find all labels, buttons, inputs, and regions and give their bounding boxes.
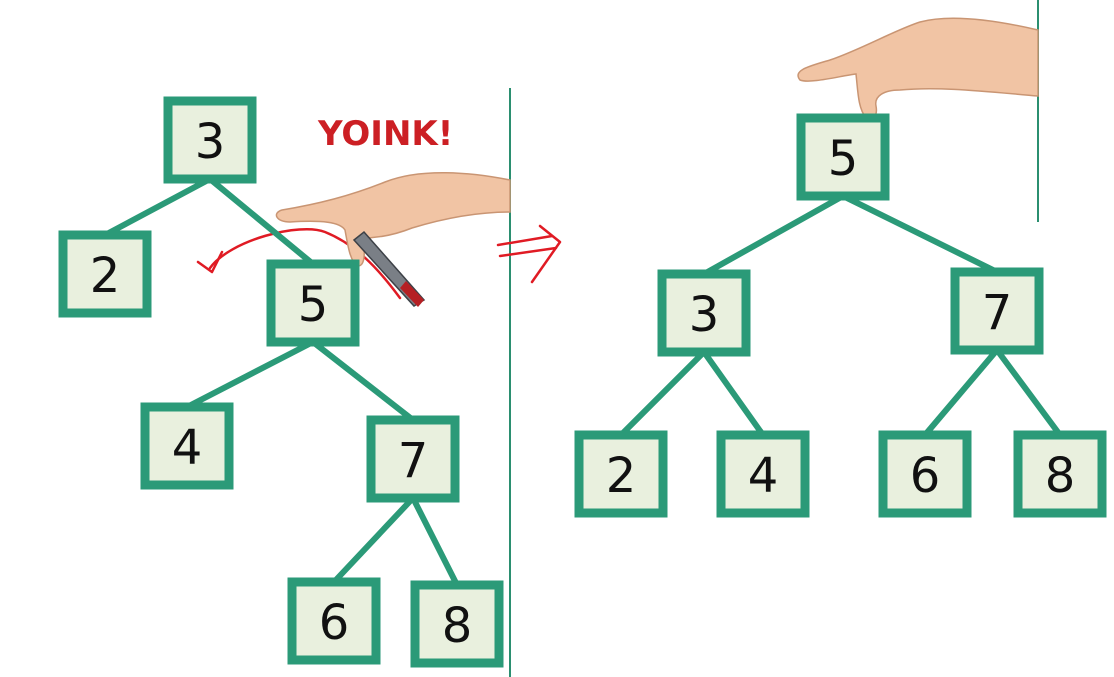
right-tree-node-7: 7 bbox=[950, 267, 1044, 355]
left-tree-edges bbox=[102, 176, 460, 588]
right-tree-node-label: 7 bbox=[982, 285, 1013, 341]
right-tree-node-box bbox=[796, 113, 890, 201]
left-tree-node-label: 8 bbox=[442, 598, 473, 654]
left-tree-node-4: 4 bbox=[140, 402, 234, 490]
left-tree-node-6: 6 bbox=[287, 577, 381, 665]
left-tree-node-box bbox=[58, 230, 152, 318]
pinching-hand-icon bbox=[797, 17, 1039, 120]
hand-with-pen-icon bbox=[275, 172, 511, 307]
left-tree-edge-L7-L6 bbox=[331, 495, 416, 585]
right-tree-node-label: 5 bbox=[828, 131, 859, 187]
left-tree-node-label: 4 bbox=[172, 420, 203, 476]
left-tree-node-5: 5 bbox=[266, 259, 360, 347]
right-tree-edge-R7-R8 bbox=[994, 347, 1063, 438]
left-tree-node-box bbox=[140, 402, 234, 490]
left-tree-node-8: 8 bbox=[410, 580, 504, 668]
right-tree-node-box bbox=[878, 430, 972, 518]
right-tree-edges bbox=[618, 193, 1063, 438]
rotation-arrow-icon bbox=[208, 228, 402, 300]
left-tree-edge-L7-L8 bbox=[410, 495, 460, 588]
right-tree-node-4: 4 bbox=[716, 430, 810, 518]
right-tree-node-2: 2 bbox=[574, 430, 668, 518]
left-tree-node-box bbox=[410, 580, 504, 668]
right-tree-node-label: 8 bbox=[1045, 448, 1076, 504]
left-tree-edge-L5-L4 bbox=[184, 339, 316, 410]
right-tree-node-label: 6 bbox=[910, 448, 941, 504]
right-tree-node-label: 4 bbox=[748, 448, 779, 504]
left-tree-node-box bbox=[266, 259, 360, 347]
left-tree-node-label: 6 bbox=[319, 595, 350, 651]
right-tree-edge-R3-R4 bbox=[701, 349, 766, 438]
left-tree-node-3: 3 bbox=[163, 96, 257, 184]
right-tree-node-5: 5 bbox=[796, 113, 890, 201]
right-tree-node-box bbox=[950, 267, 1044, 355]
right-tree-node-box bbox=[574, 430, 668, 518]
left-tree-node-7: 7 bbox=[366, 415, 460, 503]
right-tree-edge-R7-R6 bbox=[922, 347, 1000, 438]
right-tree-edge-R3-R2 bbox=[618, 349, 707, 438]
right-tree-node-label: 2 bbox=[606, 448, 637, 504]
left-tree-node-box bbox=[366, 415, 460, 503]
left-tree-edge-L3-L5 bbox=[207, 176, 316, 267]
left-tree-edge-L5-L7 bbox=[310, 339, 416, 423]
right-tree-node-box bbox=[657, 269, 751, 357]
right-tree-node-6: 6 bbox=[878, 430, 972, 518]
right-tree-edge-R5-R7 bbox=[840, 193, 1000, 275]
left-tree-node-box bbox=[163, 96, 257, 184]
left-tree-node-label: 3 bbox=[195, 114, 226, 170]
right-tree-node-box bbox=[716, 430, 810, 518]
left-tree-node-box bbox=[287, 577, 381, 665]
left-tree-node-label: 2 bbox=[90, 248, 121, 304]
left-tree-edge-L3-L2 bbox=[102, 176, 213, 238]
yoink-annotation: YOINK! bbox=[317, 114, 453, 154]
implies-arrow-icon bbox=[496, 224, 562, 284]
right-tree-node-box bbox=[1013, 430, 1107, 518]
left-tree-node-2: 2 bbox=[58, 230, 152, 318]
rotation-arrowhead-icon bbox=[196, 250, 224, 274]
right-tree-node-3: 3 bbox=[657, 269, 751, 357]
left-tree-nodes: 3 2 5 4 7 6 8 bbox=[58, 96, 504, 668]
right-tree-node-8: 8 bbox=[1013, 430, 1107, 518]
left-tree-node-label: 7 bbox=[398, 433, 429, 489]
right-tree-node-label: 3 bbox=[689, 287, 720, 343]
left-tree-node-label: 5 bbox=[298, 277, 329, 333]
right-tree-edge-R5-R3 bbox=[701, 193, 846, 277]
right-tree-nodes: 5 3 7 2 4 6 8 bbox=[574, 113, 1107, 518]
